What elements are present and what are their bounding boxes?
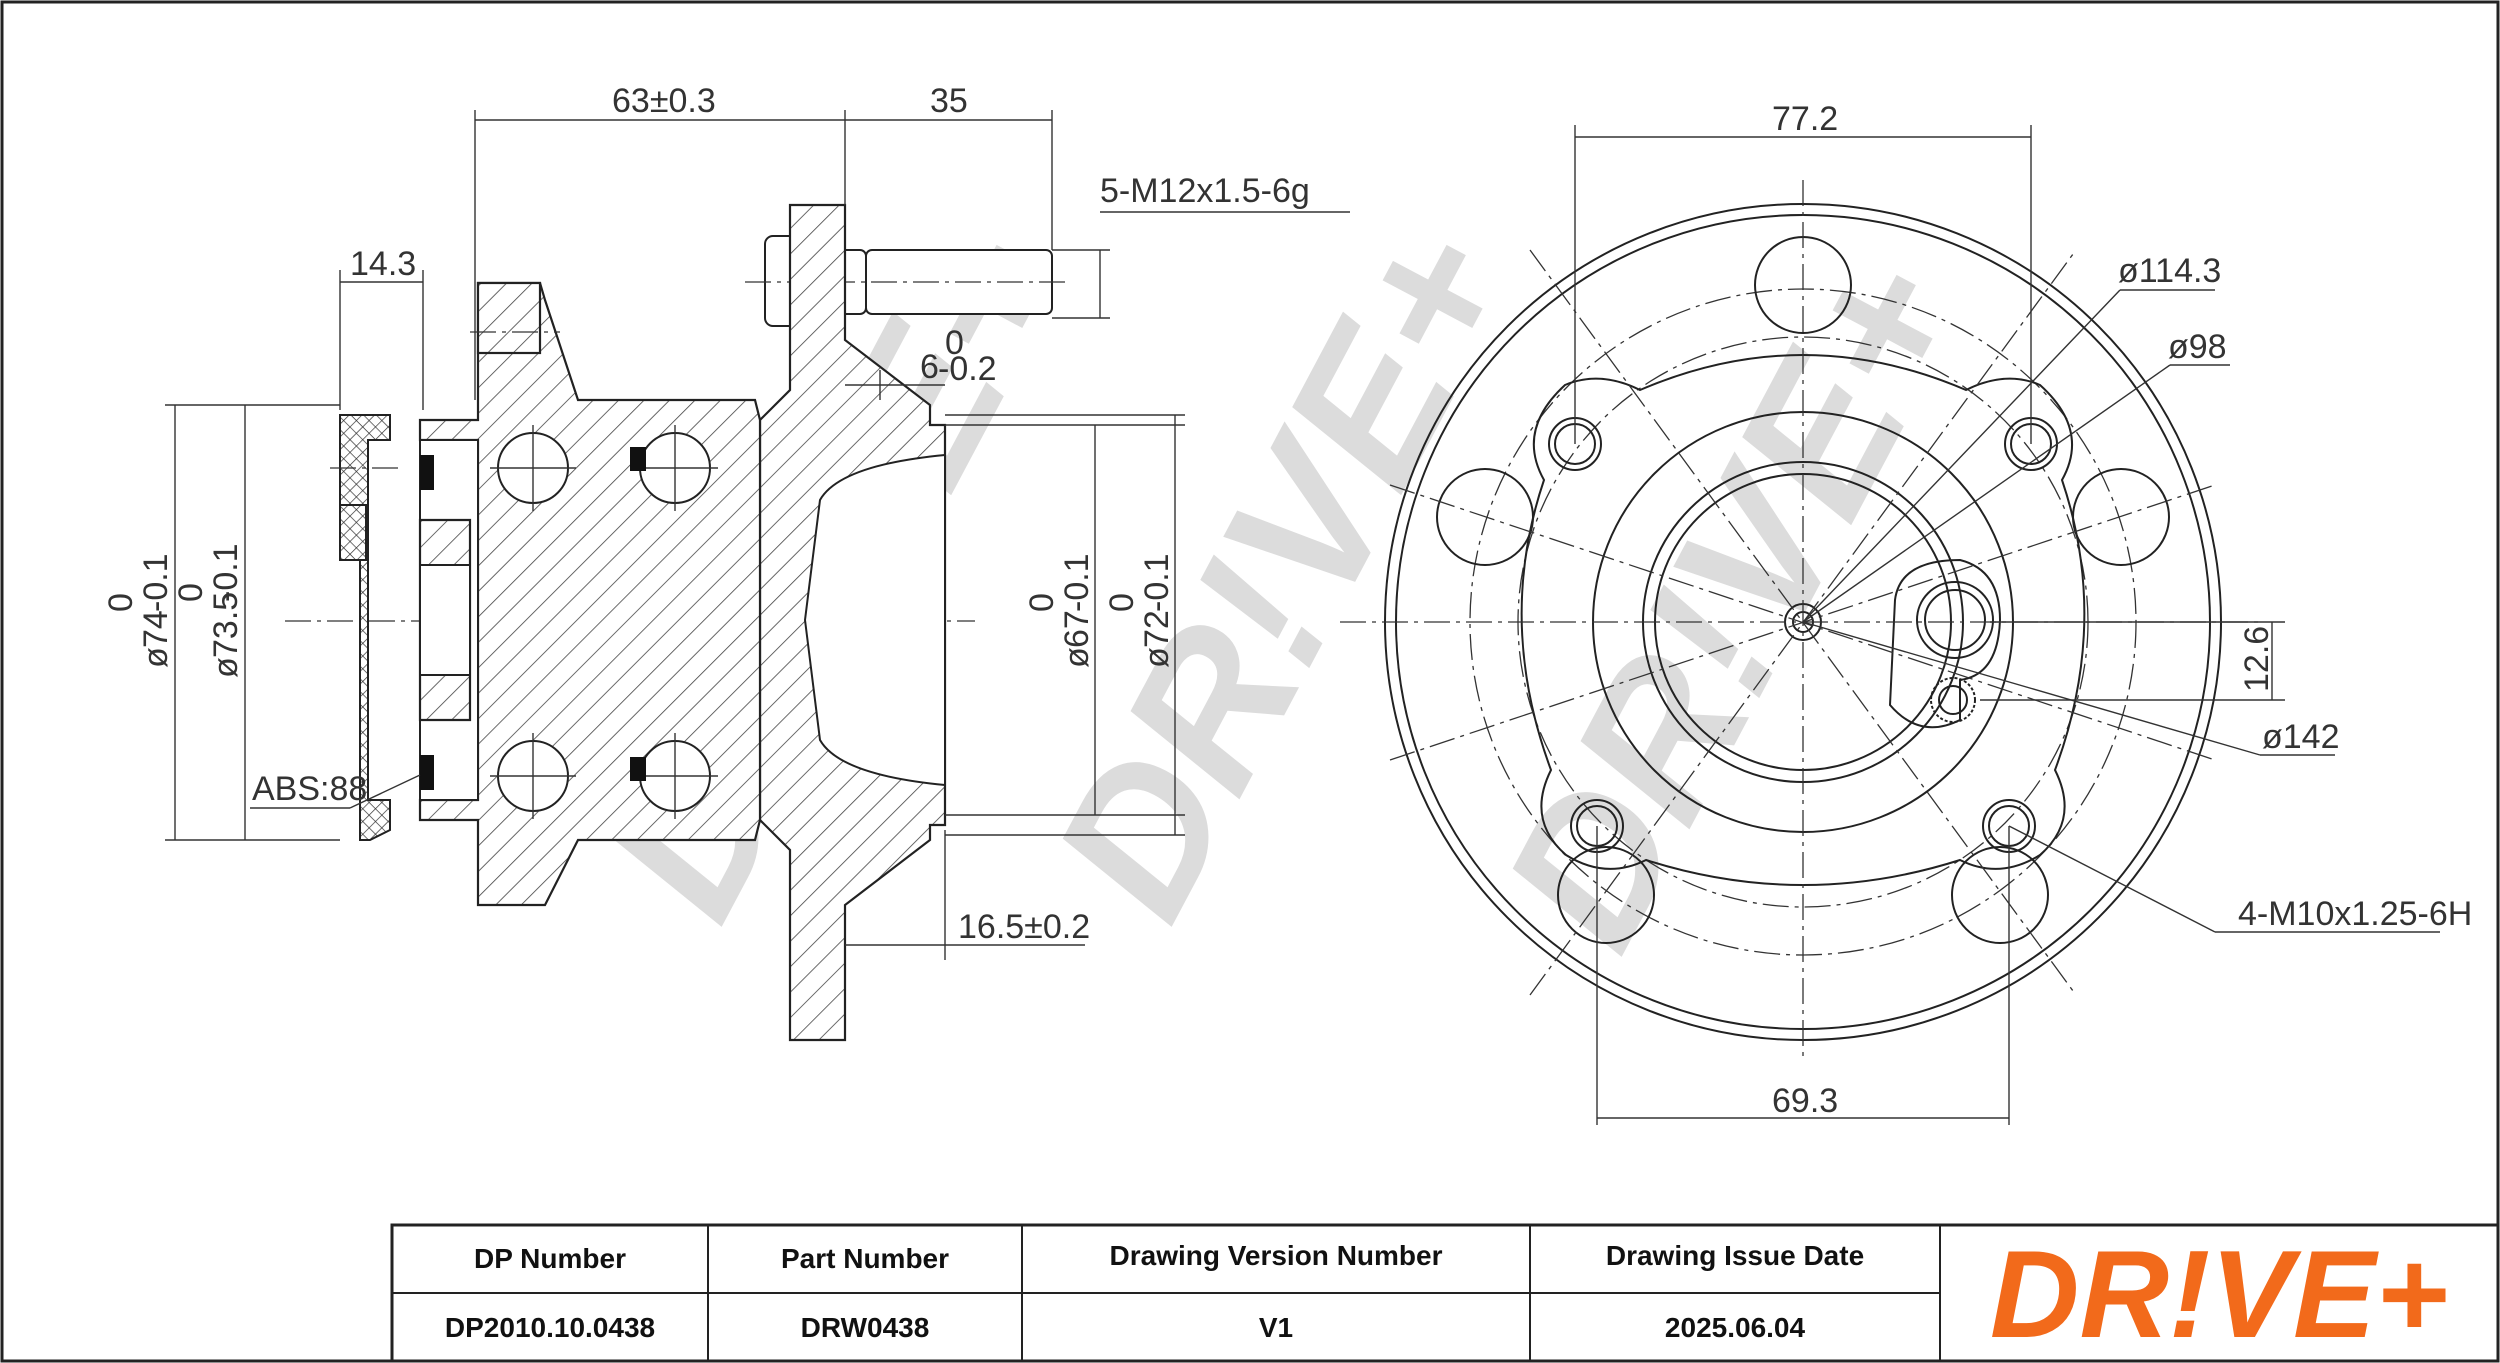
svg-text:0: 0 xyxy=(1023,593,1061,612)
svg-text:14.3: 14.3 xyxy=(350,245,416,283)
value-part-number: DRW0438 xyxy=(801,1312,930,1343)
svg-text:ø98: ø98 xyxy=(2168,328,2227,366)
svg-text:-0.1: -0.1 xyxy=(137,553,175,612)
dim-sensor-offset: 12.6 xyxy=(1980,621,2285,701)
svg-text:72: 72 xyxy=(1138,610,1176,648)
dim-flange-step: 6 0 -0.2 xyxy=(845,324,997,400)
watermark-right: DR!VE+ xyxy=(1461,223,2005,980)
header-issue-date: Drawing Issue Date xyxy=(1606,1240,1864,1271)
seal xyxy=(420,755,434,790)
svg-text:-0.2: -0.2 xyxy=(938,350,997,388)
svg-text:67: 67 xyxy=(1058,610,1096,648)
header-part-number: Part Number xyxy=(781,1243,949,1274)
svg-text:-0.1: -0.1 xyxy=(1138,553,1176,612)
wheel-stud-hole xyxy=(1951,846,2049,944)
sensor-hole xyxy=(1916,581,1994,659)
dim-pilot-depth: 16.5±0.2 xyxy=(845,830,1090,960)
svg-text:0: 0 xyxy=(172,583,210,602)
dim-inner-step: 14.3 xyxy=(339,245,424,410)
svg-text:-0.1: -0.1 xyxy=(1058,553,1096,612)
mounting-contour xyxy=(1520,354,2086,886)
svg-text:35: 35 xyxy=(930,82,968,120)
value-dp-number: DP2010.10.0438 xyxy=(445,1312,655,1343)
dim-stud-spacing: 77.2 xyxy=(1574,100,2032,444)
svg-text:63±0.3: 63±0.3 xyxy=(612,82,716,120)
header-dp-number: DP Number xyxy=(474,1243,626,1274)
sensor-boss xyxy=(1888,558,2002,729)
title-block: DP Number Part Number Drawing Version Nu… xyxy=(390,1223,2500,1363)
header-drawing-version: Drawing Version Number xyxy=(1110,1240,1443,1271)
svg-text:0: 0 xyxy=(102,593,140,612)
svg-text:73.5: 73.5 xyxy=(207,592,245,658)
callout-pcd-114: ø114.3 xyxy=(1802,252,2221,623)
svg-text:4-M10x1.25-6H: 4-M10x1.25-6H xyxy=(2238,895,2472,933)
seal xyxy=(420,455,434,490)
front-view: 77.2 69.3 ø114.3 ø98 ø142 4-M10x1 xyxy=(1340,100,2472,1125)
drive-logo: DR!VE+ xyxy=(1990,1226,2448,1363)
mounting-boss xyxy=(476,281,542,355)
svg-text:ø: ø xyxy=(207,657,245,678)
svg-text:77.2: 77.2 xyxy=(1772,100,1838,138)
value-issue-date: 2025.06.04 xyxy=(1665,1312,1806,1343)
dim-stud-length: 35 xyxy=(845,82,1053,250)
svg-text:74: 74 xyxy=(137,610,175,648)
wheel-stud-hole xyxy=(1436,468,1534,566)
svg-text:0: 0 xyxy=(1103,593,1141,612)
callout-stud-thread: 5-M12x1.5-6g xyxy=(1052,172,1350,319)
svg-text:ø114.3: ø114.3 xyxy=(2118,252,2221,290)
dim-outer-diameters: ø 74 0 -0.1 ø 73.5 0 -0.1 xyxy=(102,404,340,841)
svg-text:12.6: 12.6 xyxy=(2238,626,2276,692)
pilot-recess xyxy=(803,453,946,787)
dim-mount-spacing: 69.3 xyxy=(1596,826,2010,1125)
sensor-thread xyxy=(1930,677,1976,723)
value-drawing-version: V1 xyxy=(1259,1312,1293,1343)
svg-text:ø142: ø142 xyxy=(2262,718,2340,756)
callout-abs-ring: ABS:88 xyxy=(250,770,421,809)
dim-pilot-diameters: ø 67 0 -0.1 ø 72 0 -0.1 xyxy=(945,414,1185,836)
svg-text:ø: ø xyxy=(1058,647,1096,668)
svg-text:16.5±0.2: 16.5±0.2 xyxy=(958,908,1090,946)
wheel-stud-hole xyxy=(1557,846,1655,944)
wheel-stud-hole xyxy=(2072,468,2170,566)
svg-text:5-M12x1.5-6g: 5-M12x1.5-6g xyxy=(1100,172,1310,210)
svg-text:6: 6 xyxy=(920,348,939,386)
dim-hub-width: 63±0.3 xyxy=(474,82,846,400)
svg-text:ø: ø xyxy=(137,647,175,668)
callout-mount-thread: 4-M10x1.25-6H xyxy=(2008,825,2472,933)
svg-text:-0.1: -0.1 xyxy=(207,543,245,602)
callout-pcd-98: ø98 xyxy=(1802,328,2230,623)
callout-flange-diameter: ø142 xyxy=(1802,621,2340,756)
svg-text:ABS:88: ABS:88 xyxy=(252,770,367,808)
svg-text:0: 0 xyxy=(945,324,964,362)
svg-text:69.3: 69.3 xyxy=(1772,1082,1838,1120)
section-view: 63±0.3 35 5-M12x1.5-6g 14.3 6 0 xyxy=(102,82,1350,1042)
svg-text:ø: ø xyxy=(1138,647,1176,668)
